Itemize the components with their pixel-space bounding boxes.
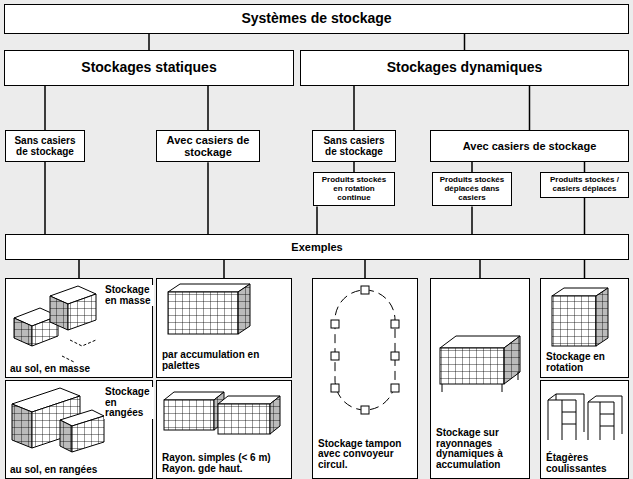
product-box: Produits stockés en rotation continue: [313, 172, 395, 206]
example-panel: par accumulation en palettes: [156, 278, 292, 378]
example-caption: au sol, en masse: [9, 364, 101, 375]
tree-connector: [148, 34, 150, 50]
example-caption: Stockage tampon avec convoyeur circul.: [317, 439, 415, 471]
system-title-box: Systèmes de stockage: [4, 4, 629, 34]
tree-connector: [471, 162, 473, 172]
tree-connector: [584, 162, 586, 172]
category-box: Stockages dynamiques: [300, 50, 629, 86]
example-caption: Stockage sur rayonnages dynamiques à acc…: [435, 428, 527, 470]
subcategory-box: Avec casiers de stockage: [156, 130, 260, 162]
tree-connector: [44, 86, 46, 130]
box-label: Sans casiers de stockage: [317, 135, 391, 157]
tree-connector: [464, 34, 466, 50]
box-label: Sans casiers de stockage: [10, 135, 80, 157]
example-panel: Stockage tampon avec convoyeur circul.: [312, 278, 418, 479]
tree-connector: [78, 260, 80, 278]
box-label: Stockages dynamiques: [387, 60, 543, 75]
tree-connector: [207, 86, 209, 130]
category-box: Stockages statiques: [4, 50, 294, 86]
tree-connector: [471, 206, 473, 234]
box-label: Avec casiers de stockage: [161, 134, 255, 158]
example-panel: Étagères coulissantes: [540, 380, 629, 479]
subcategory-box: Avec casiers de stockage: [430, 130, 629, 162]
subcategory-box: Sans casiers de stockage: [312, 130, 396, 162]
tree-connector: [44, 162, 46, 234]
box-label: Avec casiers de stockage: [463, 140, 597, 152]
box-label: Produits stockés / casiers déplacés: [545, 176, 624, 194]
example-caption: Étagères coulissantes: [545, 453, 625, 474]
example-caption: Stockage en rangées: [104, 387, 154, 419]
box-label: Produits stockés déplacés dans casiers: [437, 176, 507, 202]
panel-grounds: [5, 278, 628, 479]
box-label: Produits stockés en rotation continue: [318, 176, 390, 202]
tree-connector: [479, 260, 481, 278]
examples-band: Exemples: [5, 234, 629, 260]
box-label: Exemples: [291, 241, 342, 253]
tree-connector: [316, 206, 318, 234]
example-panel: Stockage en masse au sol, en masse: [5, 278, 153, 378]
example-caption: au sol, en rangées: [9, 465, 111, 476]
tree-connector: [584, 260, 586, 278]
example-panel: Stockage en rangées au sol, en rangées: [5, 380, 153, 479]
product-box: Produits stockés déplacés dans casiers: [432, 172, 512, 206]
stock-blocks: [12, 284, 622, 452]
tree-connector: [364, 260, 366, 278]
tree-connector: [529, 86, 531, 130]
tree-connector: [207, 162, 209, 234]
example-panel: Rayon. simples (< 6 m) Rayon. gde haut.: [156, 380, 292, 479]
box-label: Stockages statiques: [81, 60, 216, 75]
tree-connector: [584, 198, 586, 234]
product-box: Produits stockés / casiers déplacés: [540, 172, 629, 198]
example-caption: par accumulation en palettes: [161, 350, 289, 371]
tree-connector: [223, 260, 225, 278]
subcategory-box: Sans casiers de stockage: [5, 130, 85, 162]
example-panel: Stockage en rotation: [540, 278, 629, 378]
box-label: Systèmes de stockage: [241, 11, 391, 26]
example-caption: Stockage en masse: [104, 285, 154, 306]
example-caption: Rayon. simples (< 6 m) Rayon. gde haut.: [161, 453, 289, 474]
example-caption: Stockage en rotation: [545, 352, 625, 373]
tree-connector: [353, 162, 355, 172]
tree-connector: [353, 86, 355, 130]
example-panel: Stockage sur rayonnages dynamiques à acc…: [430, 278, 530, 479]
